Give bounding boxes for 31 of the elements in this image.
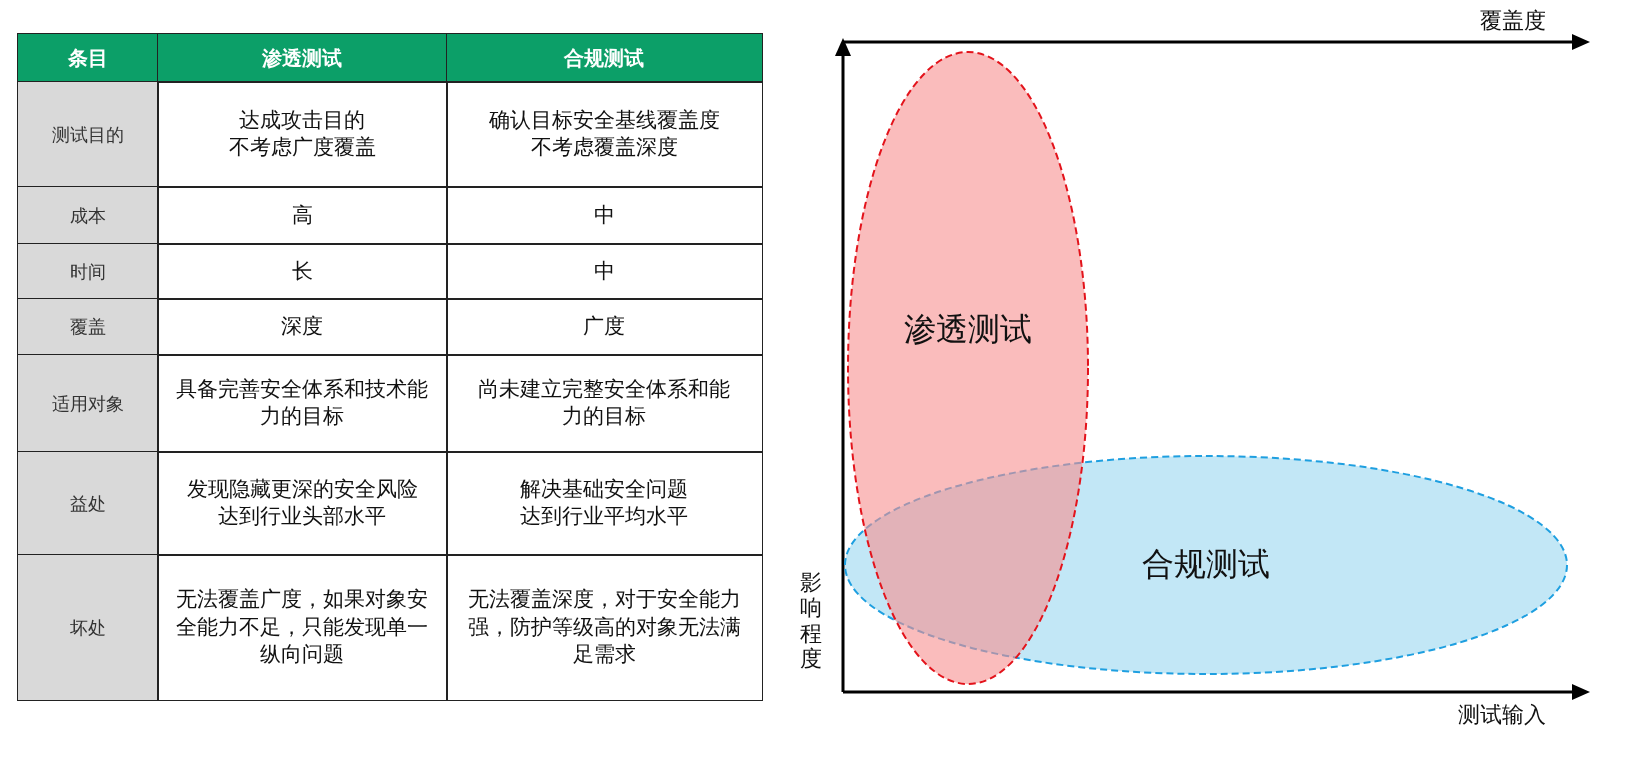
- table-cell: 发现隐藏更深的安全风险达到行业头部水平: [157, 451, 448, 556]
- region-label: 渗透测试: [904, 308, 1032, 350]
- table-cell: 长: [157, 243, 448, 300]
- row-header-cell: 益处: [17, 451, 159, 556]
- table-cell: 中: [446, 243, 763, 300]
- table-cell: 尚未建立完整安全体系和能力的目标: [446, 354, 763, 453]
- table-cell: 高: [157, 186, 448, 245]
- table-cell: 中: [446, 186, 763, 245]
- axis-label: 影响程度: [800, 570, 822, 672]
- table-cell: 深度: [157, 298, 448, 356]
- row-header-cell: 成本: [17, 186, 159, 245]
- row-header-cell: 时间: [17, 243, 159, 300]
- table-cell: 广度: [446, 298, 763, 356]
- region-label: 合规测试: [1142, 544, 1270, 585]
- ellipse-region: [843, 454, 1569, 676]
- row-header-cell: 适用对象: [17, 354, 159, 453]
- table-cell: 解决基础安全问题达到行业平均水平: [446, 451, 763, 556]
- header-cell: 渗透测试: [157, 33, 448, 83]
- table-cell: 确认目标安全基线覆盖度不考虑覆盖深度: [446, 81, 763, 188]
- axis-label: 测试输入: [1458, 701, 1546, 729]
- table-cell: 无法覆盖广度，如果对象安全能力不足，只能发现单一纵向问题: [157, 554, 448, 701]
- table-cell: 无法覆盖深度，对于安全能力强，防护等级高的对象无法满足需求: [446, 554, 763, 701]
- table-cell: 具备完善安全体系和技术能力的目标: [157, 354, 448, 453]
- table-cell: 达成攻击目的不考虑广度覆盖: [157, 81, 448, 188]
- header-cell: 合规测试: [446, 33, 763, 83]
- ellipse-region: [846, 50, 1090, 686]
- row-header-cell: 坏处: [17, 554, 159, 701]
- axis-label: 覆盖度: [1480, 7, 1546, 35]
- row-header-cell: 测试目的: [17, 81, 159, 188]
- row-header-cell: 覆盖: [17, 298, 159, 356]
- header-cell: 条目: [17, 33, 159, 83]
